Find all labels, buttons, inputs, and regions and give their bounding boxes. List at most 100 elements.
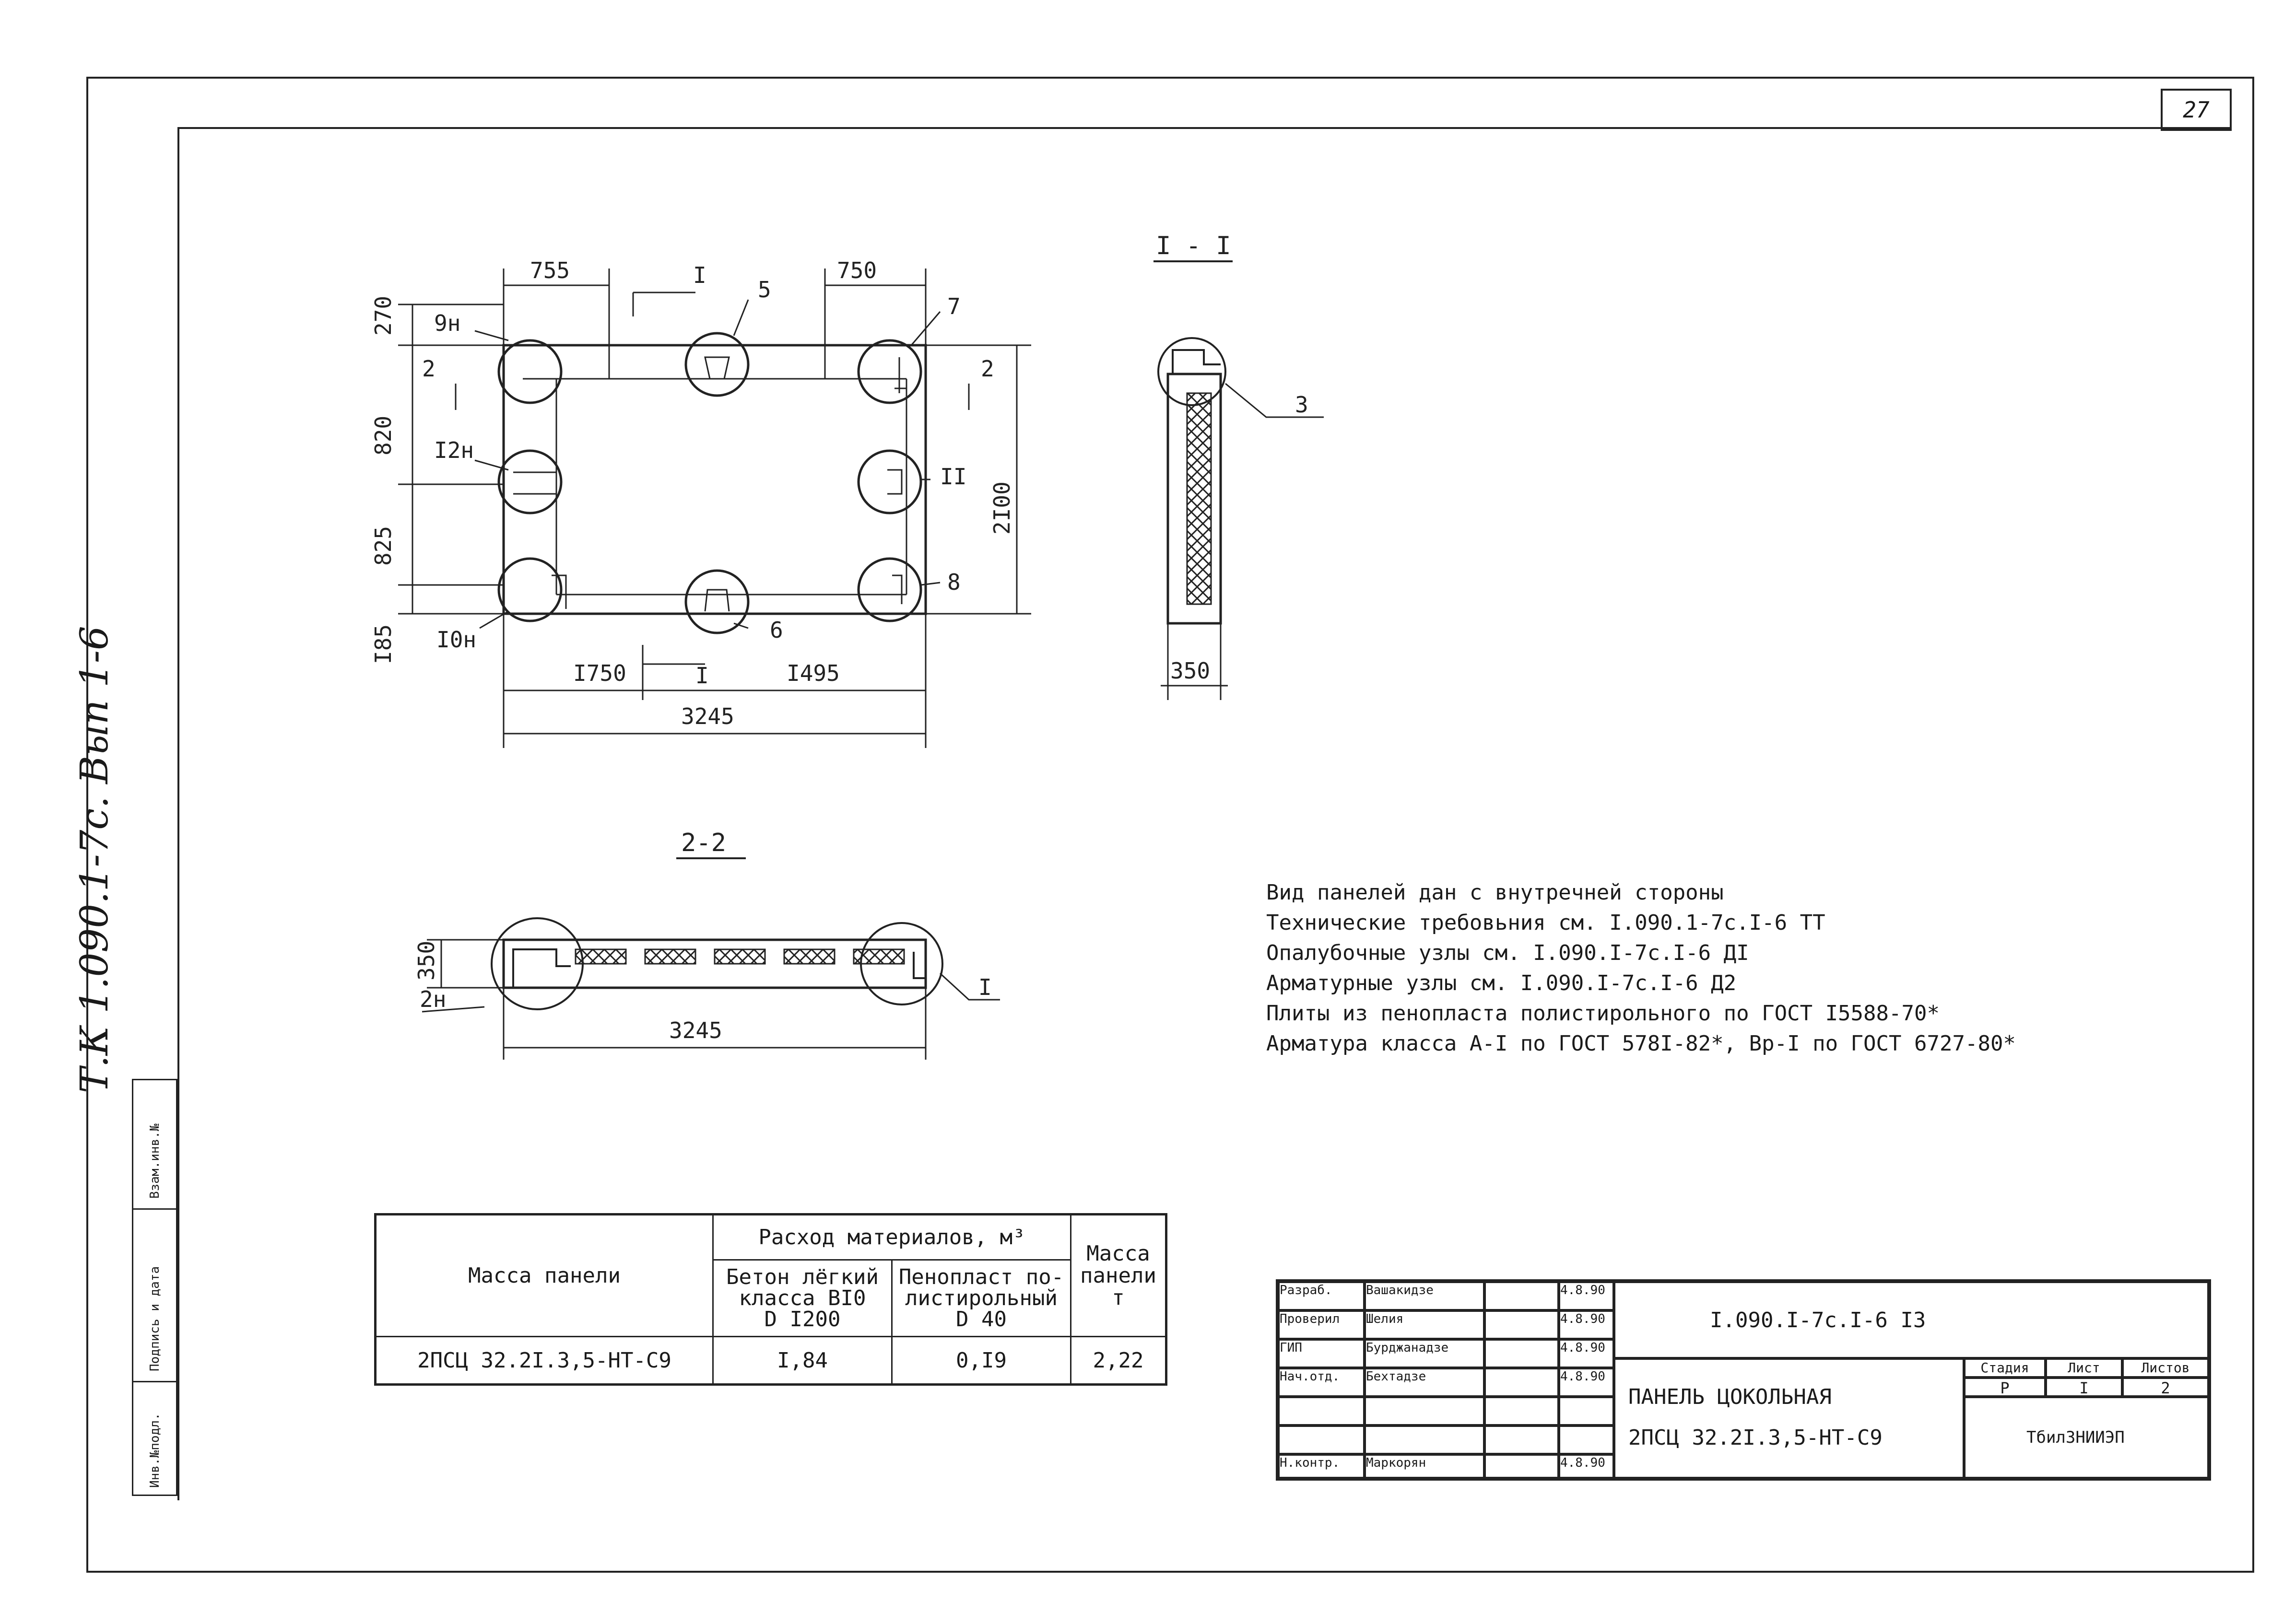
dim-right: 2I00: [989, 481, 1015, 535]
spec-header-concrete: Бетон лёгкий класса BI0 D I200: [712, 1259, 893, 1337]
embed-detail-8: [892, 574, 903, 604]
embed-detail-5: [704, 356, 730, 380]
spec-header-foam: Пенопласт по- листирольный D 40: [891, 1259, 1071, 1337]
dim-left-2: 820: [370, 416, 396, 456]
node-circle-12n: [497, 449, 563, 514]
table-row: 2ПСЦ 32.2I.3,5-НТ-С9 I,84 0,I9 2,22: [375, 1336, 1167, 1385]
spec-cell-mass: 2,22: [1070, 1336, 1167, 1385]
tb-signature: [1484, 1282, 1559, 1310]
section-2-node-left: 2н: [420, 986, 446, 1012]
tb-name: Вашакидзе: [1365, 1282, 1484, 1310]
tb-signature: [1484, 1339, 1559, 1368]
tb-role: Разраб.: [1278, 1282, 1365, 1310]
tb-designation: I.090.I-7с.I-6 I3: [1710, 1308, 1926, 1332]
node-circle-9n: [497, 339, 563, 404]
tb-sheet: I: [2046, 1378, 2122, 1397]
tb-role: Проверил: [1278, 1310, 1365, 1339]
dim-left-4: I85: [370, 624, 396, 664]
tb-designation-cell: [1614, 1282, 2209, 1358]
section-2-node-circle-left: [491, 917, 584, 1010]
tb-signature: [1484, 1454, 1559, 1478]
side-stamp: Взам.инв.№ Подпись и дата Инв.№подл.: [132, 1079, 177, 1496]
section-cut-label-bottom: I: [695, 663, 709, 689]
spec-cell-mark: 2ПСЦ 32.2I.3,5-НТ-С9: [375, 1336, 714, 1385]
tb-name: [1365, 1425, 1484, 1454]
dim-bottom-right: I495: [787, 660, 840, 686]
dim-bottom-left: I750: [573, 660, 626, 686]
tb-name: Шелия: [1365, 1310, 1484, 1339]
tb-name-line2: 2ПСЦ 32.2I.3,5-НТ-С9: [1628, 1425, 1883, 1450]
tb-sheet-label: Лист: [2046, 1358, 2122, 1378]
node-label-9n: 9н: [434, 310, 460, 336]
tb-sheets: 2: [2122, 1378, 2209, 1397]
node-label-10n: I0н: [436, 627, 476, 653]
tb-name: Бурджанадзе: [1365, 1339, 1484, 1368]
section-1-body: [1166, 373, 1222, 625]
embed-detail-7: [894, 357, 906, 393]
note-line: Арматура класса А-I по ГОСТ 578I-82*, Вр…: [1266, 1031, 2016, 1056]
section-2-insulation-blocks: [575, 948, 905, 965]
node-circle-6: [684, 569, 750, 634]
section-2: 2-2 I 2н 350 3245: [413, 829, 1000, 1060]
node-circle-8: [857, 557, 922, 622]
spec-cell-foam: 0,I9: [891, 1336, 1071, 1385]
node-label-5: 5: [758, 277, 771, 303]
tb-signature: [1484, 1397, 1559, 1425]
section-1-insulation: [1186, 392, 1212, 605]
stamp-cell-signature: Подпись и дата: [133, 1210, 176, 1382]
section-2-mark-right: 2: [981, 356, 994, 382]
tb-date: 4.8.90: [1559, 1310, 1614, 1339]
tb-name: [1365, 1397, 1484, 1425]
tb-name-line1: ПАНЕЛЬ ЦОКОЛЬНАЯ: [1628, 1385, 1832, 1409]
tb-role: [1278, 1425, 1365, 1454]
section-2-node-circle-right: [860, 922, 943, 1005]
note-line: Плиты из пенопласта полистирольного по Г…: [1266, 1001, 1940, 1026]
note-line: Опалубочные узлы см. I.090.I-7с.I-6 ДI: [1266, 941, 1749, 965]
node-circle-10n: [497, 557, 563, 622]
section-cut-label-top: I: [693, 262, 706, 288]
node-circle-5: [684, 332, 750, 397]
tb-date: 4.8.90: [1559, 1454, 1614, 1478]
dim-top-left: 755: [530, 257, 570, 283]
spec-header-group: Расход материалов, м³: [712, 1214, 1071, 1261]
tb-name: Маркорян: [1365, 1454, 1484, 1478]
embed-detail-6: [704, 589, 730, 612]
node-label-7: 7: [947, 293, 961, 319]
spec-header-mass: Масса панели: [375, 1214, 714, 1337]
dim-total: 3245: [681, 703, 734, 729]
tb-date: 4.8.90: [1559, 1282, 1614, 1310]
section-1-title: I - I: [1156, 232, 1231, 260]
inner-frame: [177, 127, 2230, 1500]
node-label-12n: I2н: [434, 437, 474, 463]
section-1-node-label: 3: [1295, 392, 1308, 418]
section-2-mark-left: 2: [422, 356, 435, 382]
section-1: I - I 3 350: [1153, 232, 1324, 700]
material-spec-table: Масса панели Расход материалов, м³ Масса…: [374, 1213, 1167, 1386]
tb-role: Нач.отд.: [1278, 1368, 1365, 1397]
node-label-6: 6: [770, 617, 783, 643]
tb-date: 4.8.90: [1559, 1368, 1614, 1397]
note-line: Технические требовьния см. I.090.1-7с.I-…: [1266, 911, 1825, 935]
note-line: Вид панелей дан с внутречней стороны: [1266, 880, 1724, 905]
embed-detail-10n: [552, 574, 567, 609]
section-2-title: 2-2: [681, 829, 726, 857]
tb-role: Н.контр.: [1278, 1454, 1365, 1478]
tb-role: [1278, 1397, 1365, 1425]
node-circle-7: [857, 339, 922, 404]
spec-cell-concrete: I,84: [712, 1336, 893, 1385]
sheet-frame: [86, 77, 2254, 1573]
general-notes: Вид панелей дан с внутречней стороны Тех…: [1266, 877, 2016, 1059]
tb-signature: [1484, 1368, 1559, 1397]
tb-role: ГИП: [1278, 1339, 1365, 1368]
note-line: Арматурные узлы см. I.090.I-7с.I-6 Д2: [1266, 971, 1737, 995]
section-1-node-circle: [1157, 337, 1226, 406]
front-view: [398, 269, 1031, 748]
tb-signature: [1484, 1310, 1559, 1339]
embed-detail-12n: [513, 471, 557, 495]
tb-signature: [1484, 1425, 1559, 1454]
section-2-node-right: I: [978, 974, 992, 1000]
dim-left-1: 270: [370, 296, 396, 336]
title-block: Разраб. Вашакидзе 4.8.90 Проверил Шелия …: [1276, 1279, 2211, 1481]
tb-date: [1559, 1425, 1614, 1454]
